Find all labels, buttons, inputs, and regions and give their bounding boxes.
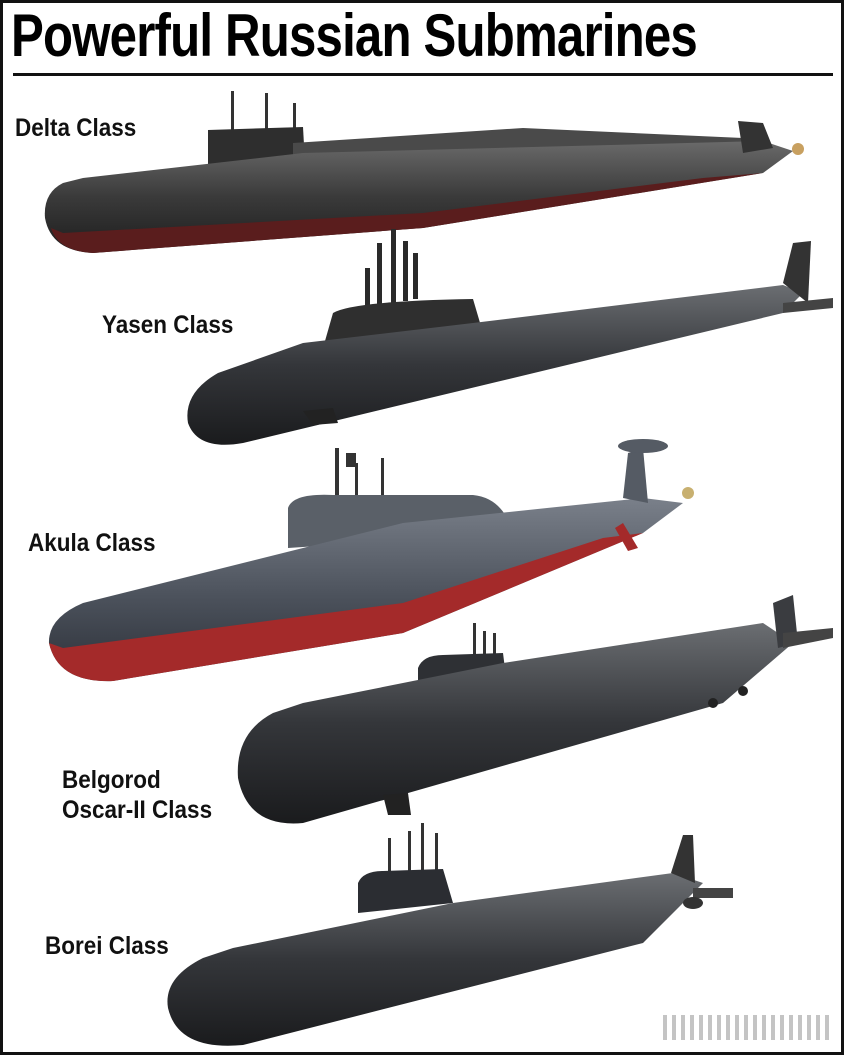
- page-title: Powerful Russian Submarines: [11, 2, 698, 69]
- yasen-class-label: Yasen Class: [102, 311, 234, 339]
- belgorod-label-line1: Belgorod: [62, 766, 161, 794]
- submarine-illustrations: [44, 91, 833, 1046]
- title-divider: [13, 73, 833, 76]
- akula-class-label: Akula Class: [28, 529, 156, 557]
- borei-class-submarine: [167, 823, 733, 1046]
- belgorod-oscar-ii-submarine: [237, 595, 833, 824]
- delta-class-label: Delta Class: [15, 114, 137, 142]
- borei-class-label: Borei Class: [45, 932, 169, 960]
- yasen-class-submarine: [187, 229, 833, 445]
- akula-class-submarine: [48, 439, 694, 682]
- watermark: [663, 1015, 833, 1040]
- belgorod-label-line2: Oscar-II Class: [62, 796, 213, 824]
- delta-class-submarine: [44, 91, 804, 253]
